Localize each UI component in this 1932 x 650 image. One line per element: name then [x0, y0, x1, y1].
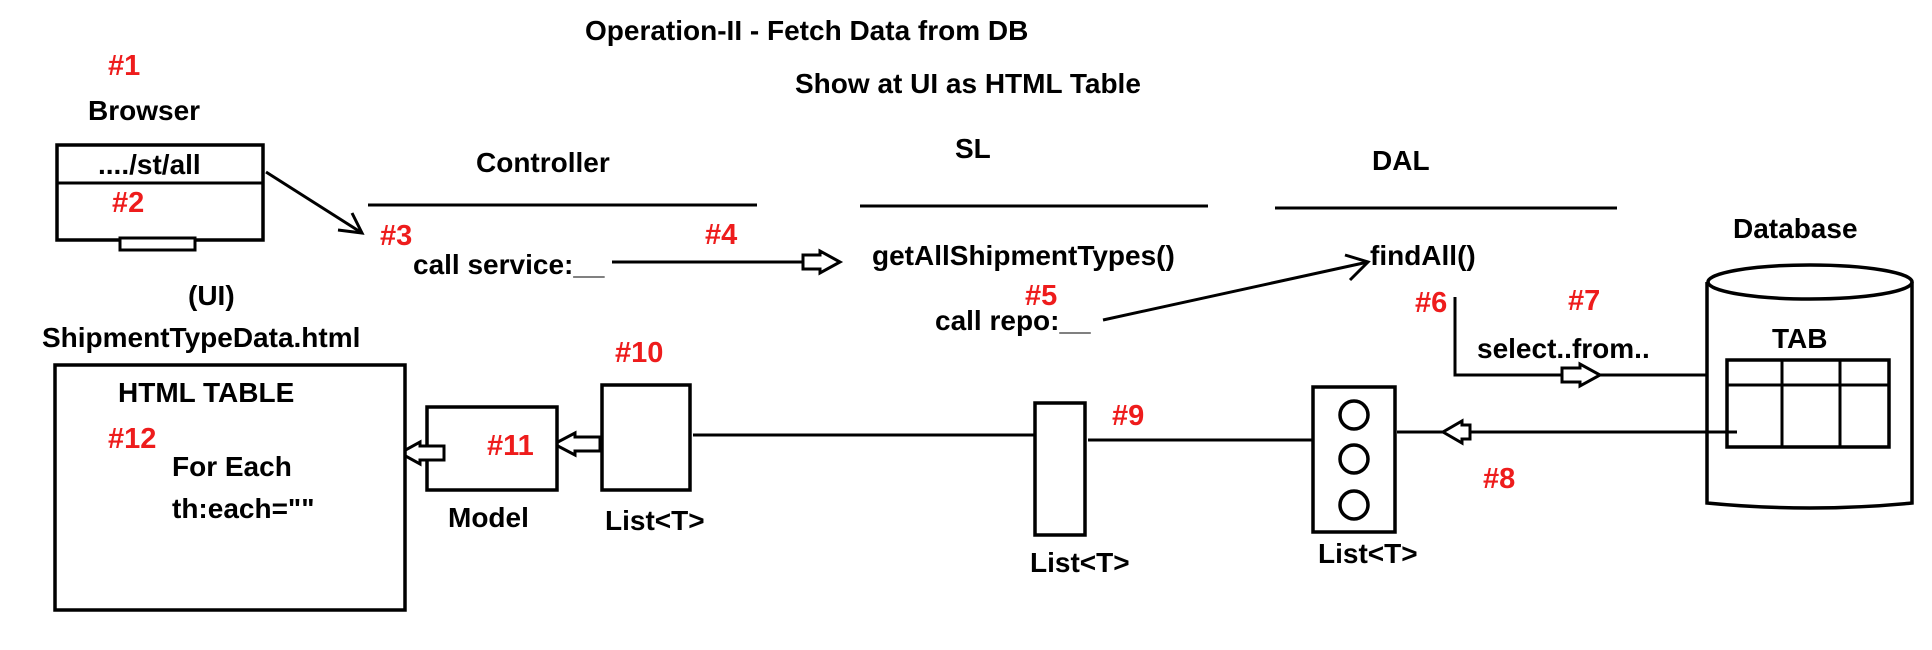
sl-list-box — [1033, 401, 1087, 537]
query-arrow — [1453, 297, 1725, 389]
sl-label: SL — [955, 133, 991, 164]
call-repo-text: call repo:__ — [935, 305, 1091, 336]
model-label: Model — [448, 502, 529, 533]
db-table-grid — [1725, 358, 1891, 449]
db-return-arrow — [1397, 418, 1737, 446]
step-1-label: #1 — [108, 50, 140, 82]
diagram-title-line2: Show at UI as HTML Table — [795, 68, 1141, 99]
repo-method-text: findAll() — [1370, 240, 1476, 271]
sl-list-label: List<T> — [1030, 547, 1130, 578]
view-file-name: ShipmentTypeData.html — [42, 322, 360, 353]
db-table-label: TAB — [1772, 323, 1827, 354]
service-call-arrow — [612, 248, 844, 276]
diagram-title-line1: Operation-II - Fetch Data from DB — [585, 15, 1028, 46]
step-9-label: #9 — [1112, 400, 1144, 432]
browser-label: Browser — [88, 95, 200, 126]
step-6-label: #6 — [1415, 287, 1447, 319]
controller-list-label: List<T> — [605, 505, 705, 536]
ui-label: (UI) — [188, 280, 235, 311]
step-8-label: #8 — [1483, 463, 1515, 495]
html-table-title: HTML TABLE — [118, 377, 294, 408]
query-text: select..from.. — [1477, 333, 1650, 364]
service-method-text: getAllShipmentTypes() — [872, 240, 1175, 271]
step-2-label: #2 — [112, 187, 144, 219]
controller-list-box — [600, 383, 692, 492]
step-7-label: #7 — [1568, 285, 1600, 317]
call-service-text: call service:__ — [413, 249, 605, 280]
step-4-label: #4 — [705, 219, 737, 251]
request-arrow — [265, 170, 365, 235]
database-label: Database — [1733, 213, 1858, 244]
controller-label: Controller — [476, 147, 610, 178]
dal-list-label: List<T> — [1318, 538, 1418, 569]
for-each-text: For Each — [172, 451, 292, 482]
th-each-text: th:each="" — [172, 493, 314, 524]
dal-list-box — [1311, 385, 1397, 534]
dal-label: DAL — [1372, 145, 1430, 176]
step-11-label: #11 — [487, 430, 534, 462]
list-to-model-arrow — [550, 430, 602, 458]
html-table-box — [53, 363, 407, 612]
database-cylinder — [1705, 263, 1914, 510]
step-5-label: #5 — [1025, 280, 1057, 312]
model-to-view-arrow — [396, 439, 446, 467]
browser-window — [55, 143, 265, 252]
step-3-label: #3 — [380, 220, 412, 252]
browser-url: ..../st/all — [98, 149, 201, 180]
step-10-label: #10 — [615, 337, 663, 369]
repo-call-arrow — [1102, 253, 1371, 322]
step-12-label: #12 — [108, 423, 156, 455]
